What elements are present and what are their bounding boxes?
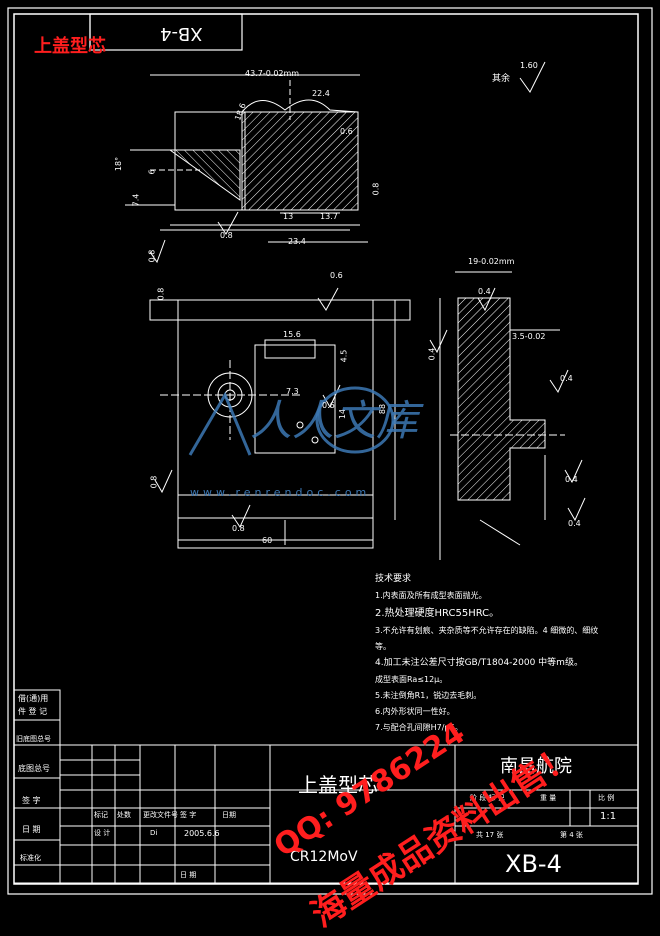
tech-item: 3.不允许有划痕、夹杂质等不允许存在的缺陷。4 细微的、细纹	[375, 626, 599, 635]
drawing-code-top: XB-4	[160, 23, 203, 44]
tb-bottom-date: 日 期	[180, 871, 197, 879]
left-label-3: 旧底图总号	[16, 735, 51, 743]
tech-item: 1.内表面及所有成型表面抛光。	[375, 591, 487, 600]
sheets-total: 共 17 张	[476, 831, 504, 839]
tech-item: 7.与配合孔间隙H7/p6。	[375, 723, 463, 732]
school-name: 南昌航院	[500, 756, 572, 777]
dim-plan-1: 15.6	[283, 330, 301, 339]
tb-designer-sig: Di	[150, 829, 158, 837]
site-watermark-url: www.renrendoc.com	[190, 486, 371, 499]
dim-front-10: 6	[147, 169, 157, 175]
tb-header-4: 签 字	[180, 811, 197, 819]
material: CR12MoV	[290, 849, 358, 865]
scale-value: 1:1	[600, 811, 617, 822]
stage-label-3: 比 例	[598, 794, 615, 802]
surface-general-value: 1.60	[520, 61, 538, 70]
dim-front-8: 18°	[114, 156, 124, 172]
tech-item: 4.加工未注公差尺寸按GB/T1804-2000 中等m级。	[375, 658, 583, 668]
surface-value-9: 0.6	[322, 401, 335, 410]
dim-front-9: 7.4	[131, 193, 141, 207]
tb-designer: 设 计	[94, 829, 111, 837]
tb-header-3: 更改文件号	[143, 811, 178, 819]
tech-requirements: 技术要求 1.内表面及所有成型表面抛光。 2.热处理硬度HRC55HRC。 3.…	[375, 574, 599, 732]
corner-label-watermark: 上盖型芯	[34, 36, 106, 57]
tech-item: 等。	[375, 642, 391, 651]
surface-value-2: 0.8	[220, 231, 233, 240]
plan-view	[149, 299, 411, 549]
tech-item: 6.内外形状同一性好。	[375, 707, 455, 716]
left-label-6: 日 期	[22, 825, 41, 834]
cad-drawing	[7, 7, 653, 895]
drawing-code-bottom: XB-4	[505, 850, 562, 878]
surface-finish-marks	[149, 61, 586, 529]
drawing-frame	[7, 7, 653, 895]
dim-front-7: 23.4	[288, 237, 306, 246]
renrendoc-logo	[188, 386, 395, 456]
dim-front-5: 13	[283, 212, 294, 221]
side-view	[439, 271, 565, 560]
tb-header-5: 日期	[222, 811, 236, 819]
dim-plan-6: 60	[262, 536, 273, 545]
surface-value-4: 0.8	[147, 249, 157, 263]
surface-value-13: 0.8	[156, 287, 166, 301]
dim-side-3: 0.4	[478, 287, 491, 296]
tech-heading: 技术要求	[375, 574, 412, 584]
sheet-number: 第 4 张	[560, 831, 583, 839]
surface-value-10: 0.4	[427, 347, 437, 361]
site-watermark-cn: 人人文库	[250, 396, 419, 445]
tech-item: 2.热处理硬度HRC55HRC。	[375, 608, 500, 619]
left-label-2: 件 登 记	[18, 707, 48, 716]
dim-front-2: 22.4	[312, 89, 330, 98]
surface-value-6: 0.4	[560, 374, 573, 383]
tb-header-1: 标记	[94, 811, 108, 819]
left-label-1: 借(通)用	[18, 694, 49, 703]
dim-plan-2: 7.3	[286, 387, 299, 396]
dim-front-6: 13.7	[320, 212, 338, 221]
dim-plan-3: 4.5	[339, 349, 349, 363]
part-name: 上盖型芯	[298, 773, 378, 797]
front-view	[125, 74, 368, 243]
dim-side-2: 3.5-0.02	[512, 332, 546, 341]
tech-item: 成型表面Ra≤12μ。	[375, 675, 448, 684]
surface-value-11: 0.8	[149, 475, 159, 489]
title-block	[13, 689, 639, 884]
surface-value-5: 0.8	[371, 182, 381, 196]
left-label-5: 签 字	[22, 796, 41, 805]
tb-date: 2005.6.6	[184, 829, 220, 838]
tb-header-2: 处数	[117, 811, 131, 819]
dim-front-4: 0.6	[340, 127, 353, 136]
stage-label-2: 重 量	[540, 794, 557, 802]
surface-value-3: 0.6	[330, 271, 343, 280]
dim-side-1: 19-0.02mm	[468, 257, 515, 266]
dim-front-1: 43.7-0.02mm	[245, 69, 300, 78]
surface-value-12: 0.8	[232, 524, 245, 533]
tech-item: 5.未注倒角R1，锐边去毛刺。	[375, 691, 482, 700]
surface-value-8: 0.4	[568, 519, 581, 528]
left-label-4: 底图总号	[18, 764, 50, 773]
surface-value-7: 0.4	[565, 475, 578, 484]
tb-standard: 标准化	[20, 854, 41, 862]
surface-general-label: 其余	[492, 74, 511, 84]
stage-label-1: 阶 段 标 记	[470, 794, 505, 802]
